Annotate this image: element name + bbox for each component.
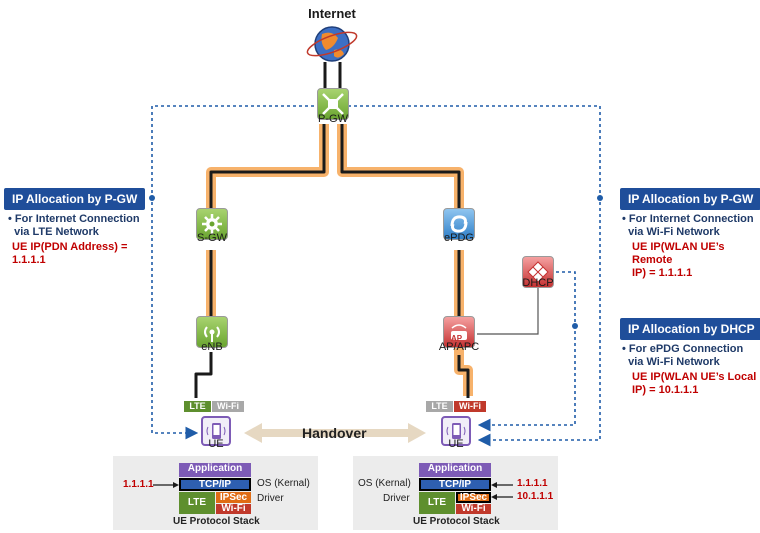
dhcp-label: DHCP	[522, 277, 554, 289]
left-stack-ip: 1.1.1.1	[123, 479, 154, 490]
gateway-icon	[322, 93, 344, 115]
ue-right-node[interactable]	[441, 416, 471, 446]
right-stack-caption: UE Protocol Stack	[413, 516, 500, 527]
left-stack-driver-label: Driver	[257, 493, 284, 504]
right-stack-ip2: 10.1.1.1	[517, 491, 554, 502]
right-lte-badge: LTE	[426, 401, 453, 412]
phone-icon	[206, 423, 226, 439]
left-lte-badge: LTE	[184, 401, 211, 412]
pgw-label: P-GW	[318, 113, 348, 125]
handover-label: Handover	[302, 425, 367, 441]
ap-ue-link	[457, 355, 470, 398]
enb-ue-link	[194, 352, 213, 398]
left-allocation-path	[151, 105, 320, 440]
sgw-label: S-GW	[197, 232, 227, 244]
enb-node[interactable]	[196, 316, 228, 348]
dhcp-node[interactable]	[522, 256, 554, 288]
ue-right-label: UE	[448, 438, 464, 450]
enb-label: eNB	[201, 341, 223, 353]
globe-icon	[304, 20, 360, 64]
left-bullet: • For Internet Connection via LTE Networ…	[8, 213, 140, 238]
right-top-allocation-header: IP Allocation by P-GW	[620, 188, 760, 210]
sgw-node[interactable]	[196, 208, 228, 240]
left-protocol-stack: Application TCP/IP LTE IPSec Wi-Fi OS (K…	[113, 456, 318, 530]
right-stack-ipsec: IPSec	[456, 492, 491, 503]
right-stack-lte: LTE	[419, 492, 455, 514]
right-stack-ip1: 1.1.1.1	[517, 478, 548, 489]
right-wifi-badge: Wi-Fi	[454, 401, 486, 412]
pgw-epdg-link	[340, 124, 461, 210]
right-stack-wifi: Wi-Fi	[456, 504, 491, 514]
right-stack-application: Application	[419, 463, 491, 477]
left-stack-lte: LTE	[179, 492, 215, 514]
handover-arrow	[244, 423, 426, 443]
ue-left-node[interactable]	[201, 416, 231, 446]
right-allocation-path	[348, 105, 601, 447]
right-protocol-stack: Application TCP/IP LTE IPSec Wi-Fi OS (K…	[353, 456, 558, 530]
right-bottom-bullet: • For ePDG Connection via Wi-Fi Network	[622, 343, 744, 368]
ap-label: AP/APC	[438, 341, 480, 353]
dhcp-allocation-path	[477, 271, 576, 432]
right-stack-tcpip: TCP/IP	[419, 478, 491, 491]
swirl-icon	[450, 215, 468, 233]
left-allocation-header: IP Allocation by P-GW	[4, 188, 146, 210]
diamond-icon	[527, 261, 549, 283]
left-stack-application: Application	[179, 463, 251, 477]
left-stack-wifi: Wi-Fi	[216, 504, 251, 514]
left-wifi-badge: Wi-Fi	[212, 401, 244, 412]
left-stack-os-label: OS (Kernal)	[257, 478, 310, 489]
right-stack-driver-label: Driver	[383, 493, 410, 504]
epdg-label: ePDG	[444, 232, 474, 244]
ue-left-label: UE	[208, 438, 224, 450]
left-stack-ipsec: IPSec	[216, 492, 251, 503]
pgw-sgw-link	[209, 124, 326, 210]
left-stack-caption: UE Protocol Stack	[173, 516, 260, 527]
right-top-bullet: • For Internet Connection via Wi-Fi Netw…	[622, 213, 754, 238]
ipsec-tunnel-wifi	[337, 124, 473, 396]
phone-icon	[446, 423, 466, 439]
right-bottom-allocation-header: IP Allocation by DHCP	[620, 318, 760, 340]
right-stack-os-label: OS (Kernal)	[358, 478, 411, 489]
gear-icon	[202, 214, 222, 234]
internet-label: Internet	[308, 6, 356, 21]
antenna-icon	[204, 326, 220, 342]
left-ip-text: UE IP(PDN Address) =1.1.1.1	[12, 241, 128, 266]
epdg-node[interactable]	[443, 208, 475, 240]
dhcp-ap-link	[477, 288, 539, 335]
ap-icon-text: AP	[451, 334, 463, 343]
ap-node[interactable]: AP	[443, 316, 475, 348]
pgw-node[interactable]	[317, 88, 349, 120]
left-stack-tcpip: TCP/IP	[179, 478, 251, 491]
ap-icon	[451, 324, 467, 340]
